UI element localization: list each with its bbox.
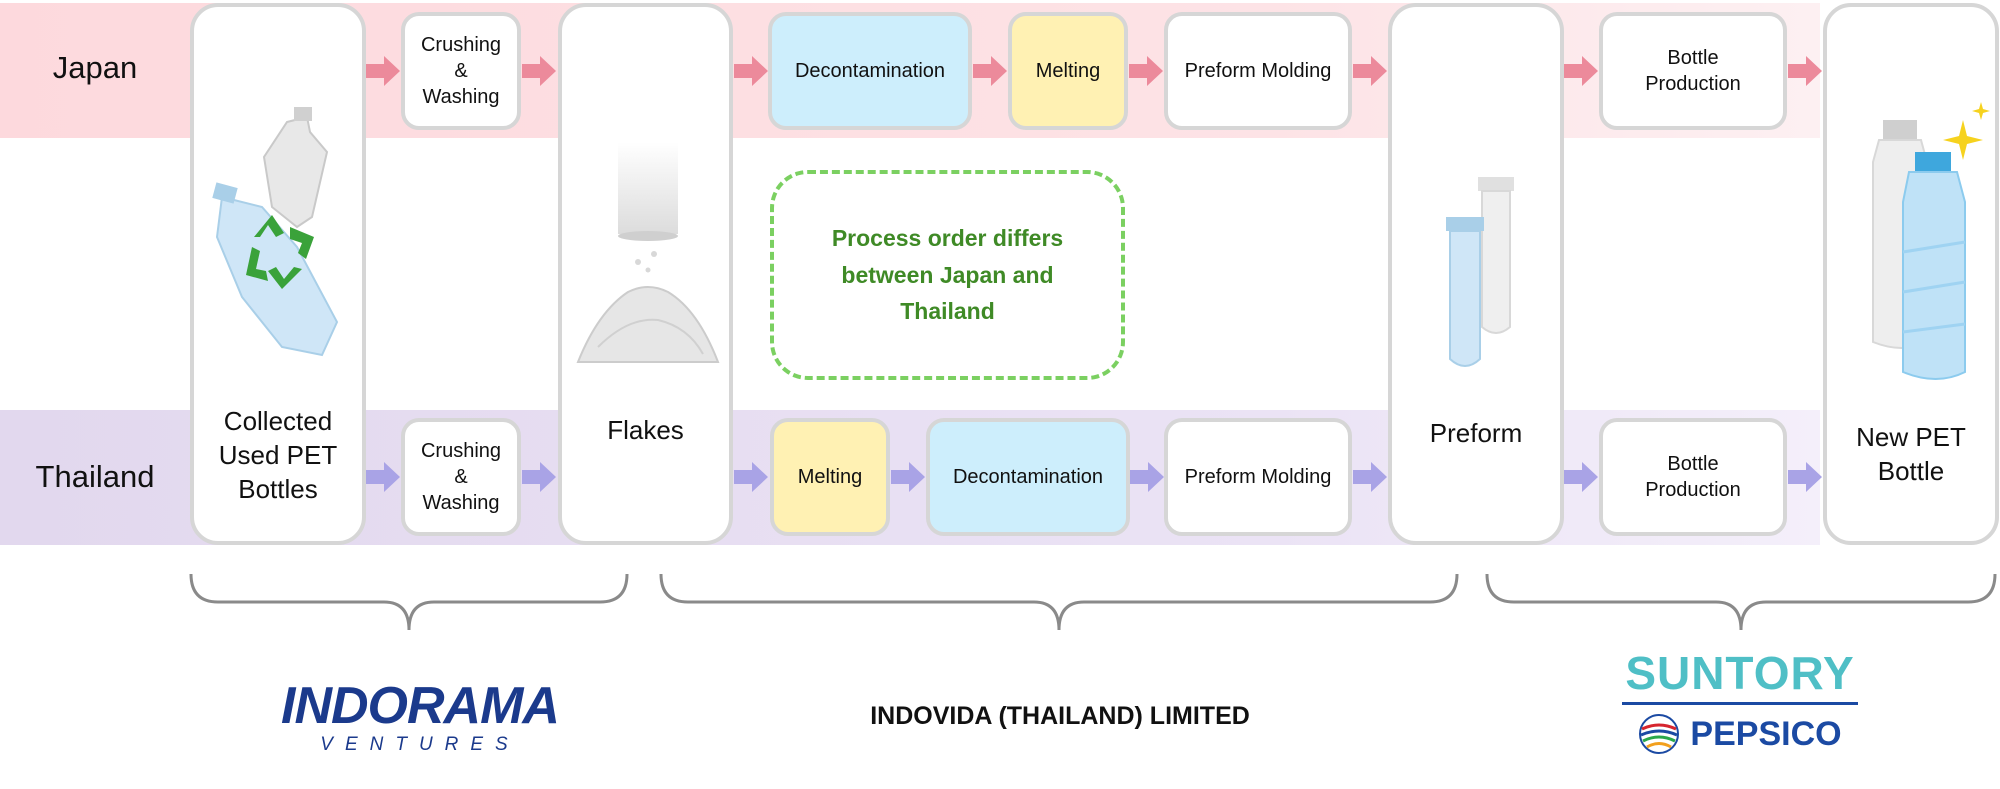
thailand-arrow-4: [891, 462, 925, 492]
pepsico-globe-icon: [1639, 714, 1680, 754]
preform-label: Preform: [1429, 418, 1523, 448]
stage-preform: Preform: [1388, 3, 1564, 545]
thailand-arrow-6: [1353, 462, 1387, 492]
suntory-pepsico-logo: SUNTORY PEPSICO: [1600, 650, 1880, 755]
thailand-bottle-production-box: Bottle Production: [1599, 418, 1787, 536]
japan-row-label: Japan: [52, 50, 138, 85]
pepsico-logo-text: PEPSICO: [1690, 715, 1842, 753]
thailand-crushing-washing-box: Crushing & Washing: [401, 418, 521, 536]
indorama-logo-text: INDORAMA: [281, 677, 560, 735]
suntory-pepsico-brace: [1485, 573, 1997, 631]
thailand-decontamination-box: Decontamination: [926, 418, 1130, 536]
new-bottle-label: New PET Bottle: [1856, 422, 1966, 486]
japan-arrow-7: [1564, 56, 1598, 86]
suntory-underline: [1622, 702, 1858, 705]
stage-flakes: Flakes: [558, 3, 733, 545]
thailand-arrow-2: [522, 462, 556, 492]
thailand-arrow-5: [1130, 462, 1164, 492]
japan-arrow-5: [1129, 56, 1163, 86]
thailand-arrow-1: [366, 462, 400, 492]
process-order-note: Process order differs between Japan and …: [770, 170, 1125, 380]
thailand-melting-box: Melting: [770, 418, 890, 536]
flakes-icon: [576, 142, 720, 363]
japan-arrow-3: [734, 56, 768, 86]
thailand-arrow-3: [734, 462, 768, 492]
japan-crushing-washing-box: Crushing & Washing: [401, 12, 521, 130]
suntory-logo-text: SUNTORY: [1625, 647, 1855, 699]
stage-new-bottle: New PET Bottle: [1823, 3, 1999, 545]
indovida-brace: [659, 573, 1459, 631]
japan-arrow-2: [522, 56, 556, 86]
thailand-arrow-8: [1788, 462, 1822, 492]
indorama-logo-subtext: VENTURES: [320, 734, 520, 755]
collected-bottles-label: Collected Used PET Bottles: [218, 406, 338, 504]
indorama-logo: INDORAMA VENTURES: [270, 680, 570, 756]
thailand-arrow-7: [1564, 462, 1598, 492]
indovida-label: INDOVIDA (THAILAND) LIMITED: [870, 702, 1250, 730]
sparkle-icon: [1943, 102, 1990, 160]
japan-arrow-4: [973, 56, 1007, 86]
indorama-brace: [189, 573, 629, 631]
japan-decontamination-box: Decontamination: [768, 12, 972, 130]
japan-arrow-6: [1353, 56, 1387, 86]
japan-arrow-1: [366, 56, 400, 86]
thailand-preform-molding-box: Preform Molding: [1164, 418, 1352, 536]
crushed-bottle-icon: [212, 107, 339, 357]
flakes-label: Flakes: [607, 415, 684, 445]
preform-icon: [1446, 177, 1514, 367]
japan-melting-box: Melting: [1008, 12, 1128, 130]
japan-arrow-8: [1788, 56, 1822, 86]
recycle-icon: [246, 215, 314, 289]
stage-collected-bottles: Collected Used PET Bottles: [190, 3, 366, 545]
new-bottle-icon: [1872, 102, 1990, 380]
japan-bottle-production-box: Bottle Production: [1599, 12, 1787, 130]
japan-preform-molding-box: Preform Molding: [1164, 12, 1352, 130]
thailand-row-label: Thailand: [35, 459, 155, 494]
